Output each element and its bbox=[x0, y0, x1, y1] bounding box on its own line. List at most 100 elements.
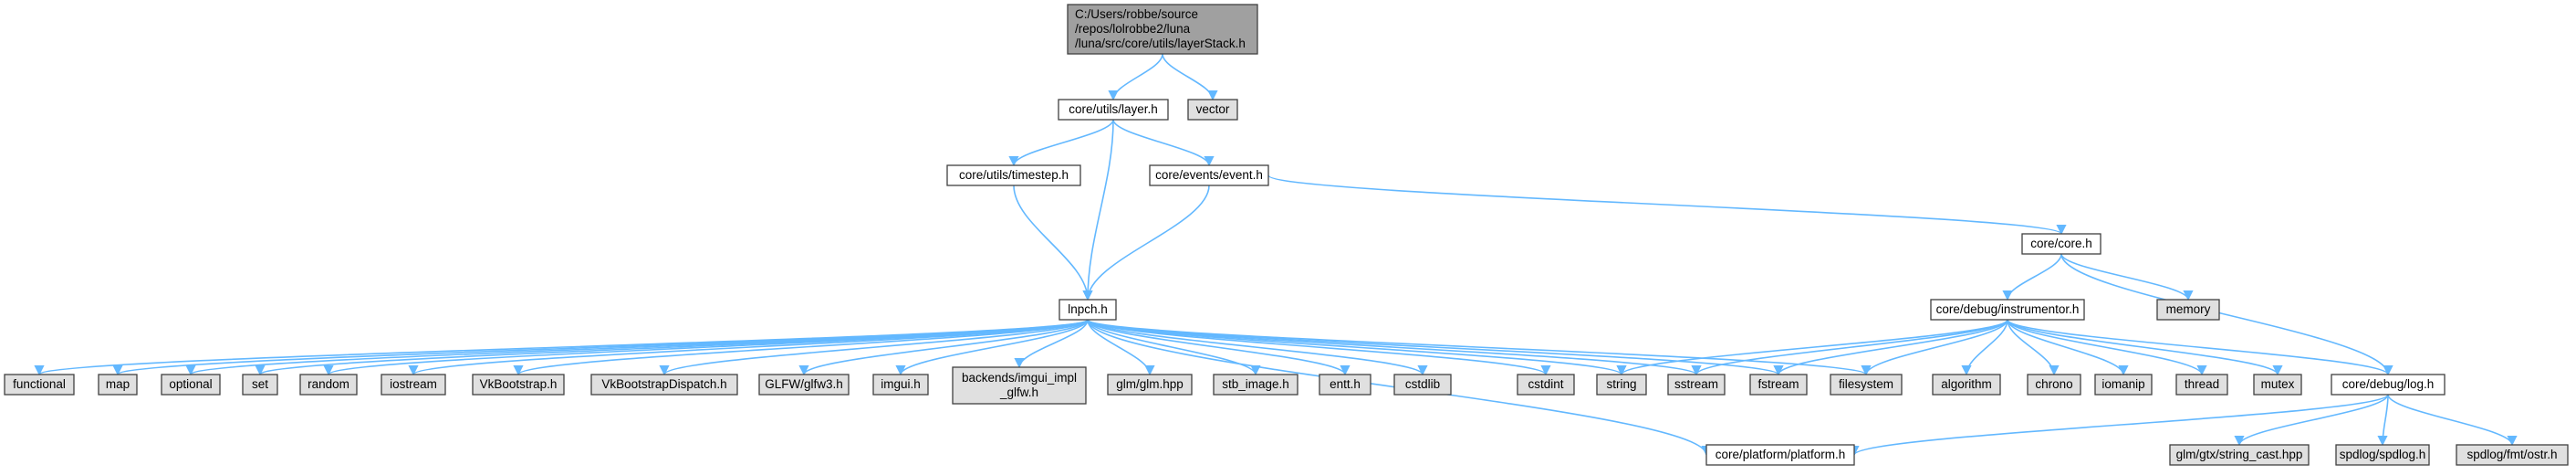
edge-instrumentor-to-mutex bbox=[2007, 319, 2283, 376]
edge-lnpch-to-entt bbox=[1087, 319, 1351, 376]
edge-event-to-core bbox=[1267, 174, 2067, 236]
node-spdlog-box bbox=[2335, 444, 2430, 466]
node-random-box bbox=[299, 374, 358, 396]
node-filesystem: filesystem bbox=[1830, 374, 1903, 396]
node-lnpch-box bbox=[1059, 299, 1117, 321]
edge-lnpch-to-vkbootstrapdispatch bbox=[659, 319, 1089, 376]
node-cstdint-label: cstdint bbox=[1528, 377, 1563, 391]
node-thread-box bbox=[2175, 374, 2228, 396]
edge-lnpch-to-imgui_impl bbox=[1014, 319, 1089, 369]
node-functional-label: functional bbox=[13, 377, 66, 391]
node-platform[interactable]: core/platform/platform.h bbox=[1705, 444, 1855, 466]
node-timestep-box bbox=[946, 164, 1081, 186]
edge-event-to-lnpch bbox=[1082, 185, 1210, 301]
node-glm-box bbox=[1107, 374, 1193, 396]
node-cstdint-box bbox=[1517, 374, 1575, 396]
edge-lnpch-to-imgui bbox=[895, 319, 1089, 376]
node-root-label: /repos/lolrobbe2/luna bbox=[1075, 22, 1191, 36]
node-core[interactable]: core/core.h bbox=[2021, 233, 2101, 255]
node-vkbootstrapdispatch-label: VkBootstrapDispatch.h bbox=[601, 377, 726, 391]
node-algorithm-box bbox=[1932, 374, 2001, 396]
node-optional-label: optional bbox=[169, 377, 212, 391]
node-sstream: sstream bbox=[1667, 374, 1726, 396]
node-iomanip: iomanip bbox=[2094, 374, 2153, 396]
edge-instrumentor-to-sstream bbox=[1691, 319, 2008, 376]
node-cstdlib-box bbox=[1393, 374, 1452, 396]
node-vector-box bbox=[1187, 99, 1238, 121]
edge-core-to-instrumentor bbox=[2002, 253, 2062, 301]
node-root[interactable]: C:/Users/robbe/source/repos/lolrobbe2/lu… bbox=[1067, 4, 1258, 55]
node-fstream: fstream bbox=[1749, 374, 1808, 396]
node-cstdlib: cstdlib bbox=[1393, 374, 1452, 396]
node-log[interactable]: core/debug/log.h bbox=[2331, 374, 2446, 396]
node-thread: thread bbox=[2175, 374, 2228, 396]
edge-root-to-vector bbox=[1162, 53, 1218, 101]
node-ostr-label: spdlog/fmt/ostr.h bbox=[2466, 448, 2557, 461]
edge-core-to-log bbox=[2060, 253, 2393, 376]
edge-log-to-spdlog bbox=[2377, 394, 2389, 447]
node-imgui: imgui.h bbox=[872, 374, 929, 396]
node-platform-box bbox=[1705, 444, 1855, 466]
node-iomanip-label: iomanip bbox=[2101, 377, 2144, 391]
node-memory: memory bbox=[2156, 299, 2220, 321]
node-timestep[interactable]: core/utils/timestep.h bbox=[946, 164, 1081, 186]
node-sstream-label: sstream bbox=[1674, 377, 1718, 391]
node-spdlog-label: spdlog/spdlog.h bbox=[2340, 448, 2426, 461]
node-glm-label: glm/glm.hpp bbox=[1116, 377, 1184, 391]
node-functional-box bbox=[4, 374, 75, 396]
node-chrono-label: chrono bbox=[2035, 377, 2072, 391]
edge-lnpch-to-random bbox=[323, 319, 1089, 376]
edge-lnpch-to-sstream bbox=[1087, 319, 1702, 376]
node-mutex: mutex bbox=[2253, 374, 2302, 396]
edge-lnpch-to-string bbox=[1087, 319, 1627, 376]
node-entt-box bbox=[1319, 374, 1371, 396]
node-lnpch-label: lnpch.h bbox=[1068, 302, 1108, 316]
node-log-label: core/debug/log.h bbox=[2342, 377, 2435, 391]
node-set-label: set bbox=[252, 377, 268, 391]
edge-instrumentor-to-algorithm bbox=[1961, 319, 2008, 376]
edge-lnpch-to-optional bbox=[185, 319, 1089, 376]
edge-log-to-platform bbox=[1849, 394, 2389, 457]
edge-instrumentor-to-chrono bbox=[2007, 319, 2060, 376]
edge-instrumentor-to-thread bbox=[2007, 319, 2207, 376]
node-memory-box bbox=[2156, 299, 2220, 321]
node-imgui_impl: backends/imgui_impl_glfw.h bbox=[952, 366, 1087, 405]
node-random-label: random bbox=[308, 377, 349, 391]
edge-lnpch-to-filesystem bbox=[1087, 319, 1872, 376]
node-root-label: /luna/src/core/utils/layerStack.h bbox=[1075, 37, 1246, 50]
edge-timestep-to-lnpch bbox=[1013, 185, 1093, 301]
node-stb_image-box bbox=[1213, 374, 1298, 396]
node-instrumentor[interactable]: core/debug/instrumentor.h bbox=[1930, 299, 2085, 321]
edge-lnpch-to-stb_image bbox=[1087, 319, 1261, 376]
node-vkbootstrap-box bbox=[472, 374, 565, 396]
node-lnpch[interactable]: lnpch.h bbox=[1059, 299, 1117, 321]
node-optional-box bbox=[161, 374, 221, 396]
node-filesystem-label: filesystem bbox=[1839, 377, 1893, 391]
node-timestep-label: core/utils/timestep.h bbox=[959, 168, 1069, 182]
edge-lnpch-to-glm bbox=[1087, 319, 1155, 376]
node-map-label: map bbox=[106, 377, 130, 391]
node-layer[interactable]: core/utils/layer.h bbox=[1058, 99, 1169, 121]
node-event-label: core/events/event.h bbox=[1155, 168, 1263, 182]
node-string_cast-box bbox=[2169, 444, 2310, 466]
node-core-box bbox=[2021, 233, 2101, 255]
node-spdlog: spdlog/spdlog.h bbox=[2335, 444, 2430, 466]
edge-instrumentor-to-fstream bbox=[1773, 319, 2008, 376]
node-set: set bbox=[242, 374, 278, 396]
node-thread-label: thread bbox=[2185, 377, 2219, 391]
node-root-label: C:/Users/robbe/source bbox=[1075, 7, 1198, 21]
node-iostream: iostream bbox=[381, 374, 446, 396]
node-functional: functional bbox=[4, 374, 75, 396]
node-set-box bbox=[242, 374, 278, 396]
node-imgui-label: imgui.h bbox=[881, 377, 921, 391]
node-instrumentor-label: core/debug/instrumentor.h bbox=[1936, 302, 2080, 316]
nodes-layer: C:/Users/robbe/source/repos/lolrobbe2/lu… bbox=[4, 4, 2569, 466]
edge-layer-to-timestep bbox=[1008, 119, 1114, 167]
node-vector: vector bbox=[1187, 99, 1238, 121]
node-glfw3: GLFW/glfw3.h bbox=[758, 374, 850, 396]
node-event[interactable]: core/events/event.h bbox=[1149, 164, 1269, 186]
node-string: string bbox=[1596, 374, 1647, 396]
node-entt: entt.h bbox=[1319, 374, 1371, 396]
node-cstdint: cstdint bbox=[1517, 374, 1575, 396]
